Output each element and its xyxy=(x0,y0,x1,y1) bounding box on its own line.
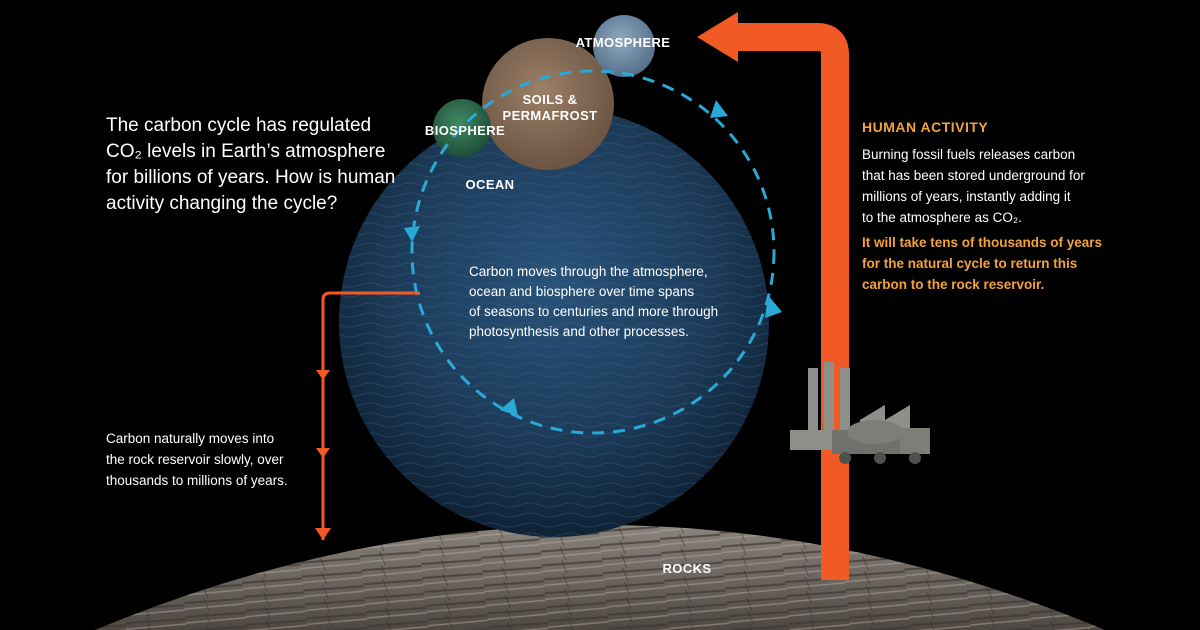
human-line-3: millions of years, instantly adding it xyxy=(862,189,1071,204)
intro-question: The carbon cycle has regulated CO₂ level… xyxy=(106,113,406,217)
cycle-line-1: Carbon moves through the atmosphere, xyxy=(469,264,708,279)
human-line-4: to the atmosphere as CO₂. xyxy=(862,210,1022,225)
human-line-2: that has been stored underground for xyxy=(862,168,1085,183)
human-activity-title: HUMAN ACTIVITY xyxy=(862,119,989,135)
cycle-arrowhead-bottom xyxy=(500,398,518,416)
rocks-reservoir xyxy=(95,525,1105,630)
human-activity-panel: HUMAN ACTIVITY Burning fossil fuels rele… xyxy=(862,117,1182,295)
biosphere-reservoir xyxy=(433,99,491,157)
natural-line-1: Carbon naturally moves into xyxy=(106,431,275,446)
natural-flow-description: Carbon naturally moves into the rock res… xyxy=(106,428,346,491)
soils-label: SOILS & PERMAFROST xyxy=(490,92,610,124)
human-emphasis-1: It will take tens of thousands of years xyxy=(862,235,1103,250)
cycle-arrowhead-right xyxy=(765,295,782,318)
ocean-label: OCEAN xyxy=(465,177,515,192)
intro-line-3: for billions of years. How is human xyxy=(106,167,396,188)
human-line-1: Burning fossil fuels releases carbon xyxy=(862,147,1076,162)
cycle-line-4: photosynthesis and other processes. xyxy=(469,324,689,339)
natural-rock-flow-arrow xyxy=(315,291,420,540)
human-emphasis-3: carbon to the rock reservoir. xyxy=(862,277,1045,292)
rocks-label: ROCKS xyxy=(662,561,712,576)
intro-line-2: CO₂ levels in Earth’s atmosphere xyxy=(106,141,386,162)
intro-line-1: The carbon cycle has regulated xyxy=(106,115,372,136)
cycle-arrowhead-top-right xyxy=(710,100,728,118)
human-emphasis-2: for the natural cycle to return this xyxy=(862,256,1078,271)
cycle-line-2: ocean and biosphere over time spans xyxy=(469,284,695,299)
carbon-cycle-loop xyxy=(404,69,782,435)
natural-line-2: the rock reservoir slowly, over xyxy=(106,452,284,467)
truck-icon xyxy=(832,420,930,464)
natural-line-3: thousands to millions of years. xyxy=(106,473,288,488)
soils-label-line-1: SOILS & xyxy=(522,92,578,107)
soils-label-line-2: PERMAFROST xyxy=(502,108,598,123)
cycle-description: Carbon moves through the atmosphere, oce… xyxy=(469,262,759,342)
cycle-arrowhead-left xyxy=(404,226,420,242)
biosphere-label: BIOSPHERE xyxy=(424,123,506,138)
intro-line-4: activity changing the cycle? xyxy=(106,193,338,214)
human-emissions-arrow xyxy=(697,12,849,580)
atmosphere-reservoir xyxy=(593,15,655,77)
atmosphere-label: ATMOSPHERE xyxy=(575,35,671,50)
cycle-line-3: of seasons to centuries and more through xyxy=(469,304,719,319)
ocean-reservoir xyxy=(339,107,769,537)
